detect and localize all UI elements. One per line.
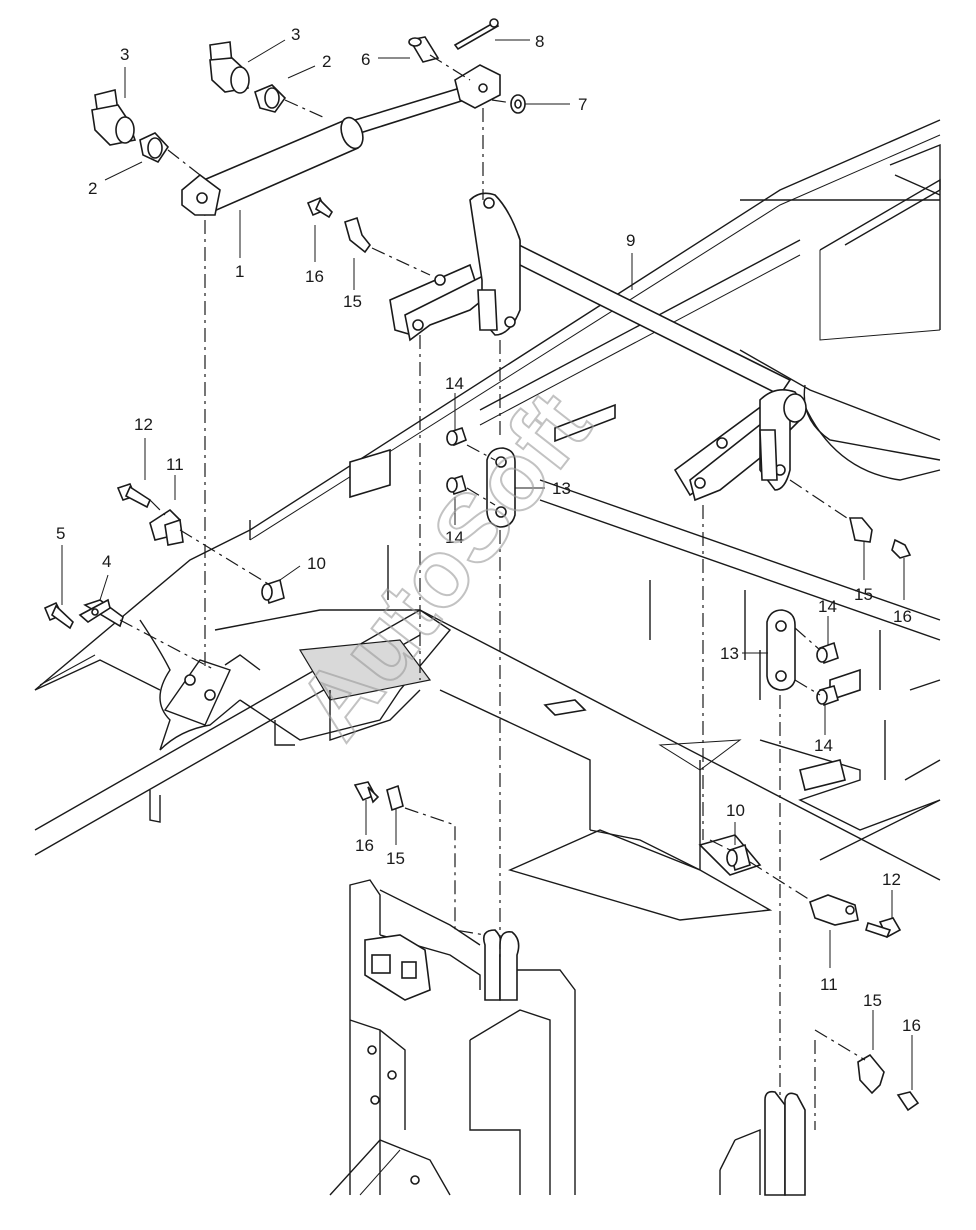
callout-2: 2 [322,52,331,71]
callout-11: 11 [820,975,838,994]
lower-frame-assembly [329,879,576,1196]
callout-14: 14 [814,736,833,755]
fasteners [43,196,920,1112]
lift-arm-assembly [389,192,807,502]
lower-right-bracket [719,1090,806,1196]
callout-13: 13 [552,479,571,498]
callout-12: 12 [134,415,153,434]
callout-15: 15 [343,292,362,311]
callout-16: 16 [355,836,374,855]
callout-11: 11 [166,455,184,474]
callout-4: 4 [102,552,111,571]
link-plates [486,447,796,691]
callout-leaders [61,39,913,1090]
left-mounting-bracket [34,609,452,823]
callout-9: 9 [626,231,635,250]
callout-15: 15 [386,849,405,868]
watermark-text: AutoSoft [277,373,611,758]
callout-10: 10 [307,554,326,573]
callout-7: 7 [578,95,587,114]
callout-10: 10 [726,801,745,820]
callout-15: 15 [854,585,873,604]
callout-16: 16 [893,607,912,626]
callout-6: 6 [361,50,370,69]
callout-5: 5 [56,524,65,543]
callout-12: 12 [882,870,901,889]
callout-16: 16 [902,1016,921,1035]
callout-14: 14 [445,528,464,547]
callout-14: 14 [818,597,837,616]
callout-16: 16 [305,267,324,286]
assembly-centerlines [119,54,866,1130]
callout-8: 8 [535,32,544,51]
callout-3: 3 [120,45,129,64]
bushings [261,426,839,872]
hydraulic-cylinder [181,64,501,217]
chassis-frame [34,119,941,921]
callout-labels: 1 2 2 3 3 4 5 6 7 8 9 10 10 11 11 12 12 … [56,25,921,1035]
callout-14: 14 [445,374,464,393]
callout-1: 1 [235,262,244,281]
callout-15: 15 [863,991,882,1010]
callout-3: 3 [291,25,300,44]
hydraulic-fittings [91,41,287,164]
callout-2: 2 [88,179,97,198]
callout-13: 13 [720,644,739,663]
